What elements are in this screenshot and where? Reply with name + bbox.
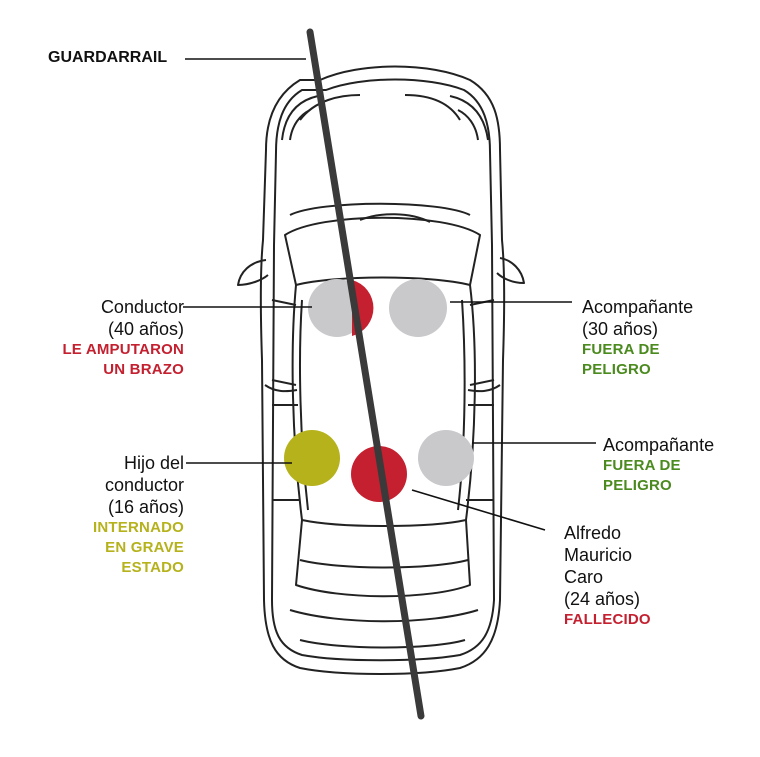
son-status-1: INTERNADO [93,519,184,536]
driver-label: Conductor (40 años) LE AMPUTARON UN BRAZ… [24,296,184,380]
rear-passenger-status-2: PELIGRO [603,477,672,494]
front-passenger-name: Acompañante [582,297,694,317]
son-status-2: EN GRAVE [105,539,184,556]
driver-name: Conductor [100,297,184,317]
rear-passenger-label: Acompañante FUERA DE PELIGRO [603,434,753,496]
guardrail-line [306,28,425,720]
front-passenger-age: (30 años) [582,319,659,339]
son-age: (16 años) [107,497,184,517]
seat-rear-right [418,430,474,486]
son-name-1: Hijo del [123,453,184,473]
seat-son [284,430,340,486]
guardrail-label: GUARDARRAIL [48,49,168,66]
deceased-label: Alfredo Mauricio Caro (24 años) FALLECID… [564,522,714,630]
son-name-2: conductor [104,475,184,495]
front-passenger-label: Acompañante (30 años) FUERA DE PELIGRO [582,296,752,380]
deceased-name-1: Alfredo [564,523,622,543]
driver-status-1: LE AMPUTARON [62,341,184,358]
deceased-age: (24 años) [564,589,641,609]
driver-age: (40 años) [107,319,184,339]
seat-front-passenger [389,279,447,337]
driver-status-2: UN BRAZO [103,361,184,378]
car-outline [237,65,525,675]
son-label: Hijo del conductor (16 años) INTERNADO E… [24,452,184,578]
deceased-name-3: Caro [564,567,604,587]
son-status-3: ESTADO [121,559,184,576]
front-passenger-status-2: PELIGRO [582,361,651,378]
deceased-name-2: Mauricio [564,545,633,565]
rear-passenger-status-1: FUERA DE [603,457,681,474]
front-passenger-status-1: FUERA DE [582,341,660,358]
rear-passenger-name: Acompañante [603,435,715,455]
deceased-status: FALLECIDO [564,611,651,628]
leader-lines [183,58,596,531]
